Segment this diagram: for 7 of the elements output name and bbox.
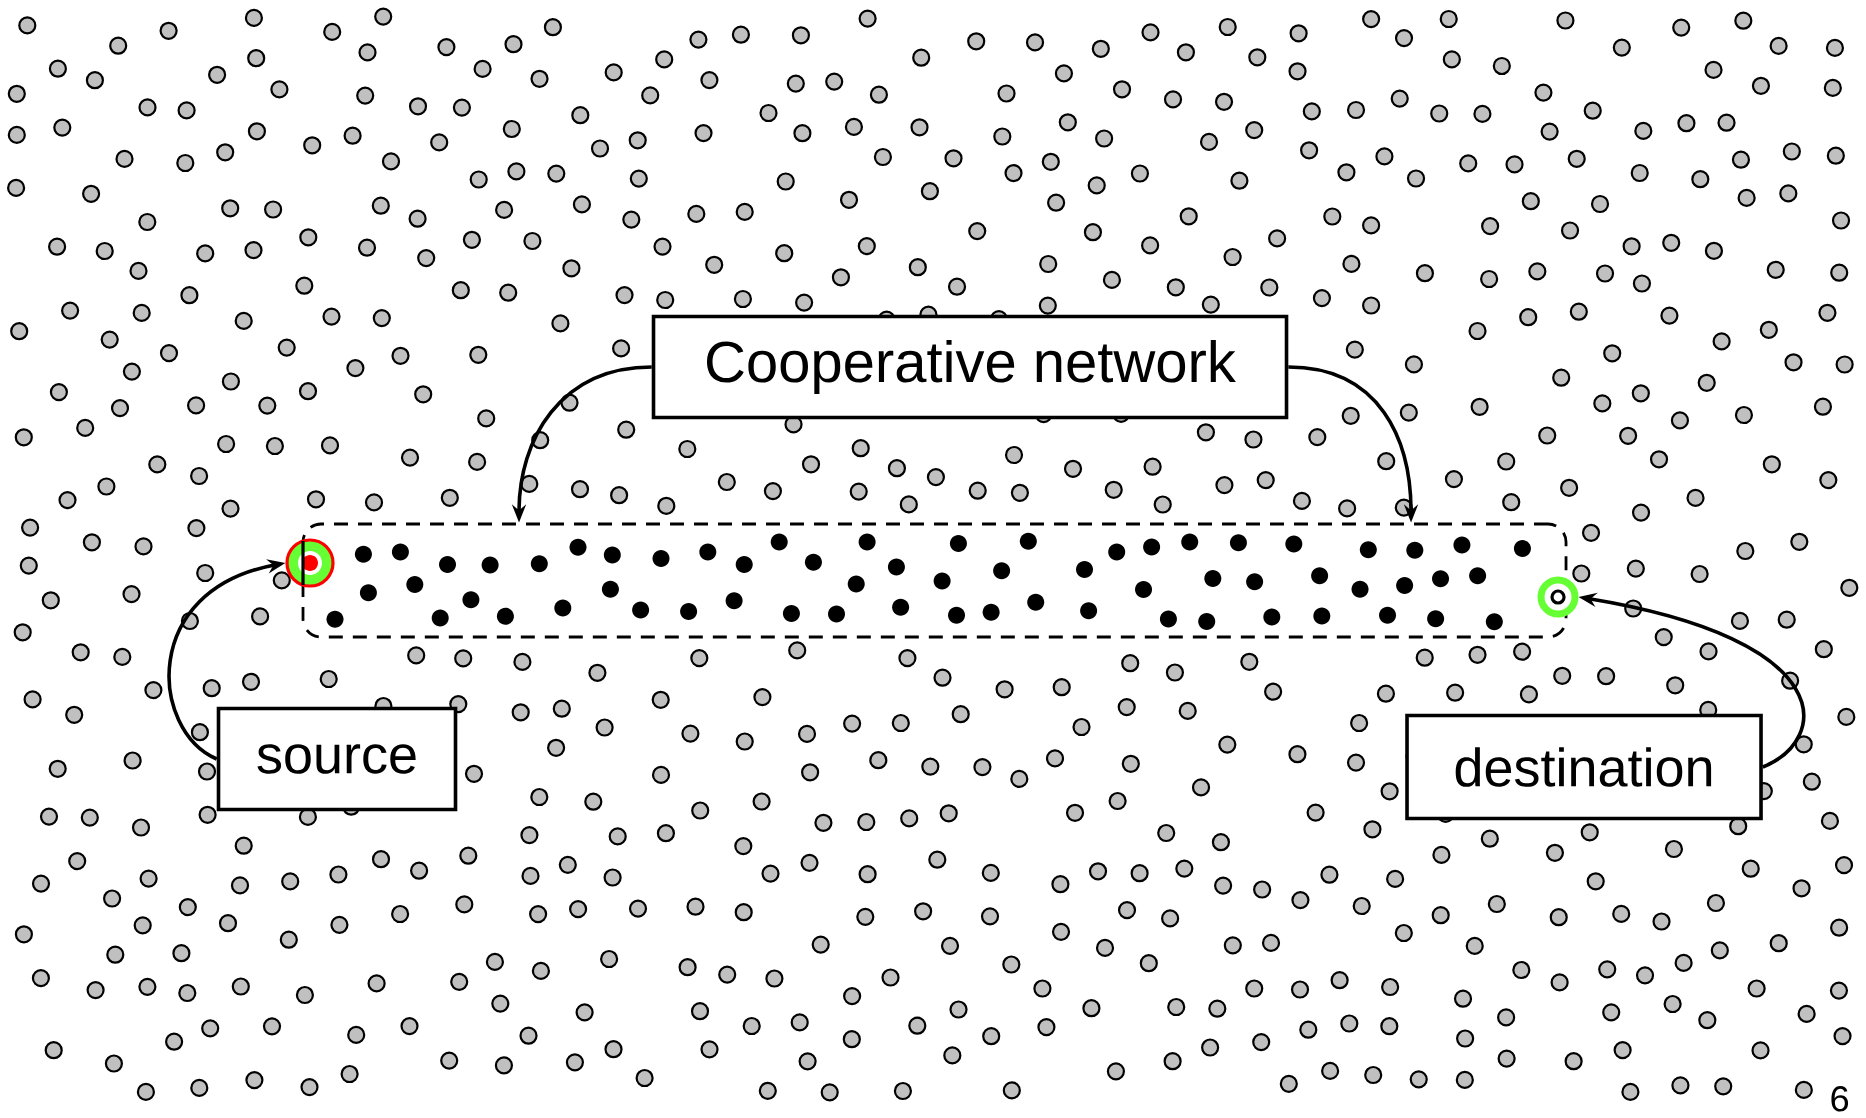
dashed-region <box>301 522 1568 639</box>
label-box: source <box>216 706 458 812</box>
label-box: Cooperative network <box>651 314 1289 420</box>
destination-marker <box>1537 576 1579 618</box>
page-number: 6 <box>1831 1086 1849 1112</box>
label-box: destination <box>1405 713 1763 821</box>
source-marker <box>285 538 335 588</box>
